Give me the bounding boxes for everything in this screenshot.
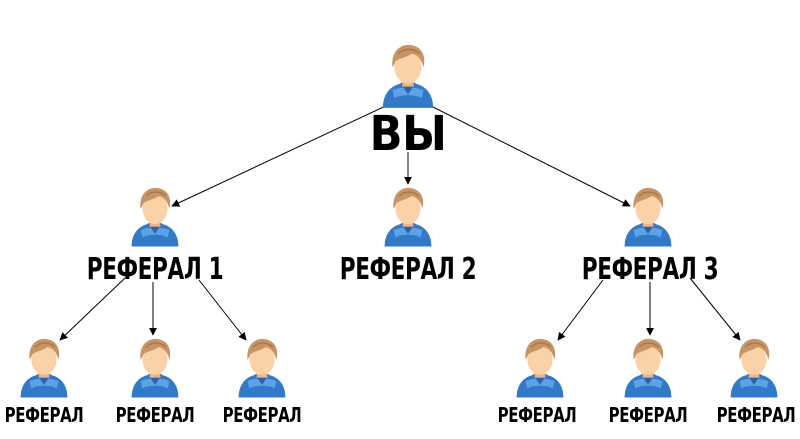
referral-1-child-1-label: РЕФЕРАЛ xyxy=(4,403,84,427)
referral-1-child-2-person-icon xyxy=(130,338,180,398)
referral-1-child-3-label: РЕФЕРАЛ xyxy=(222,403,302,427)
edge-root-to-referral-3 xyxy=(424,102,631,207)
referral-3-child-1-label: РЕФЕРАЛ xyxy=(497,403,577,427)
referral-2-label: РЕФЕРАЛ 2 xyxy=(339,252,477,287)
referral-3-person-icon xyxy=(623,187,673,247)
referral-3-child-3-label: РЕФЕРАЛ xyxy=(716,403,796,427)
referral-3-child-3-person-icon xyxy=(729,338,779,398)
referral-3-child-1-person-icon xyxy=(515,338,565,398)
referral-1-person-icon xyxy=(130,187,180,247)
edge-referral-3-to-child-3 xyxy=(689,277,741,341)
referral-1-label: РЕФЕРАЛ 1 xyxy=(86,252,224,287)
root-person-icon xyxy=(382,44,434,108)
edge-root-to-referral-1 xyxy=(171,102,393,207)
referral-1-child-1-person-icon xyxy=(19,338,69,398)
referral-3-child-2-person-icon xyxy=(623,338,673,398)
edge-referral-1-to-child-3 xyxy=(198,279,247,341)
edges-group xyxy=(59,102,741,341)
edge-referral-3-to-child-1 xyxy=(557,279,604,341)
referral-2-person-icon xyxy=(383,187,433,247)
referral-3-label: РЕФЕРАЛ 3 xyxy=(581,252,719,287)
nodes-group xyxy=(19,44,779,398)
referral-1-child-3-person-icon xyxy=(237,338,287,398)
referral-1-child-2-label: РЕФЕРАЛ xyxy=(115,403,195,427)
referral-3-child-2-label: РЕФЕРАЛ xyxy=(608,403,688,427)
root-label-you: ВЫ xyxy=(369,106,447,162)
edge-referral-1-to-child-1 xyxy=(59,277,126,341)
